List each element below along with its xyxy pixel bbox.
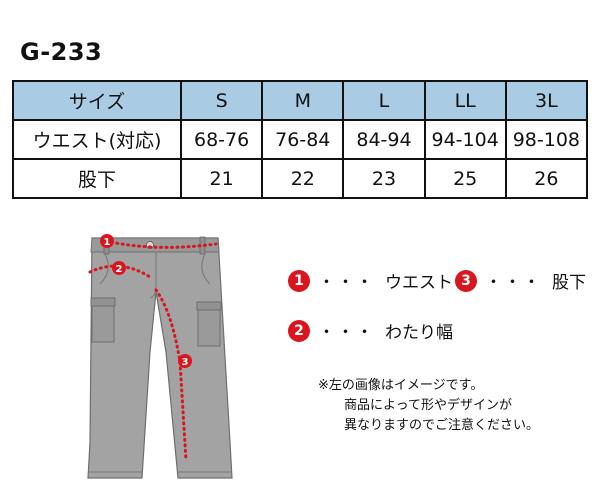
header-cell: S xyxy=(179,80,264,121)
disclaimer-note: ※左の画像はイメージです。 商品によって形やデザインが 異なりますのでご注意くだ… xyxy=(318,376,539,436)
thigh-measure-line xyxy=(88,264,152,279)
legend-label: ウエスト xyxy=(385,273,453,293)
note-line: 商品によって形やデザインが xyxy=(344,398,512,413)
row-label: ウエスト(対応) xyxy=(12,119,182,160)
cargo-pocket xyxy=(91,301,115,343)
header-cell: L xyxy=(342,80,426,121)
legend-label: わたり幅 xyxy=(385,323,453,343)
header-cell: サイズ xyxy=(12,80,182,121)
legend-item-thigh: 2 ・・・ わたり幅 xyxy=(288,318,453,343)
badge-3-icon: 3 xyxy=(455,269,477,292)
row-label: 股下 xyxy=(12,158,182,199)
pants-shape xyxy=(87,237,233,479)
fly-stitch xyxy=(149,252,157,299)
table-cell: 76-84 xyxy=(261,119,345,160)
header-cell: LL xyxy=(423,80,507,121)
header-cell: M xyxy=(261,80,345,121)
legend-label: 股下 xyxy=(552,273,586,293)
header-cell: 3L xyxy=(504,80,589,121)
cargo-pocket xyxy=(197,305,221,347)
note-line: ※左の画像はイメージです。 xyxy=(318,378,484,393)
table-row-inseam: 股下 21 22 23 25 26 xyxy=(12,158,589,199)
legend-dots: ・・・ xyxy=(318,323,375,343)
model-number: G-233 xyxy=(20,38,103,66)
waist-measure-line xyxy=(104,239,218,249)
size-table-header-row: サイズ S M L LL 3L xyxy=(12,80,589,121)
table-cell: 22 xyxy=(261,158,345,199)
legend-dots: ・・・ xyxy=(485,273,542,293)
table-cell: 84-94 xyxy=(342,119,426,160)
size-table: サイズ S M L LL 3L ウエスト(対応) 68-76 76-84 84-… xyxy=(12,80,589,199)
pocket-flap xyxy=(196,301,222,311)
badge-2-number: 2 xyxy=(116,264,123,275)
table-cell: 26 xyxy=(504,158,589,199)
table-cell: 23 xyxy=(342,158,426,199)
waistband xyxy=(90,237,220,253)
badge-2-icon: 2 xyxy=(288,319,310,342)
table-cell: 68-76 xyxy=(179,119,264,160)
legend-dots: ・・・ xyxy=(318,273,375,293)
note-line: 異なりますのでご注意ください。 xyxy=(344,418,540,433)
badge-2-icon xyxy=(112,261,126,275)
front-pocket xyxy=(99,251,109,285)
table-cell: 25 xyxy=(423,158,507,199)
pants-illustration: 1 2 3 xyxy=(87,234,233,479)
front-pocket xyxy=(201,251,211,285)
badge-1-icon: 1 xyxy=(288,269,310,292)
table-cell: 98-108 xyxy=(504,119,589,160)
badge-3-number: 3 xyxy=(182,357,189,368)
table-cell: 21 xyxy=(179,158,264,199)
badge-1-number: 1 xyxy=(104,237,111,248)
legend-item-waist: 1 ・・・ ウエスト xyxy=(288,268,453,293)
badge-1-icon xyxy=(100,234,114,248)
legend-item-inseam: 3 ・・・ 股下 xyxy=(455,268,586,293)
table-cell: 94-104 xyxy=(423,119,507,160)
table-row-waist: ウエスト(対応) 68-76 76-84 84-94 94-104 98-108 xyxy=(12,119,589,160)
badge-3-icon xyxy=(178,354,192,368)
pocket-flap xyxy=(90,297,116,307)
